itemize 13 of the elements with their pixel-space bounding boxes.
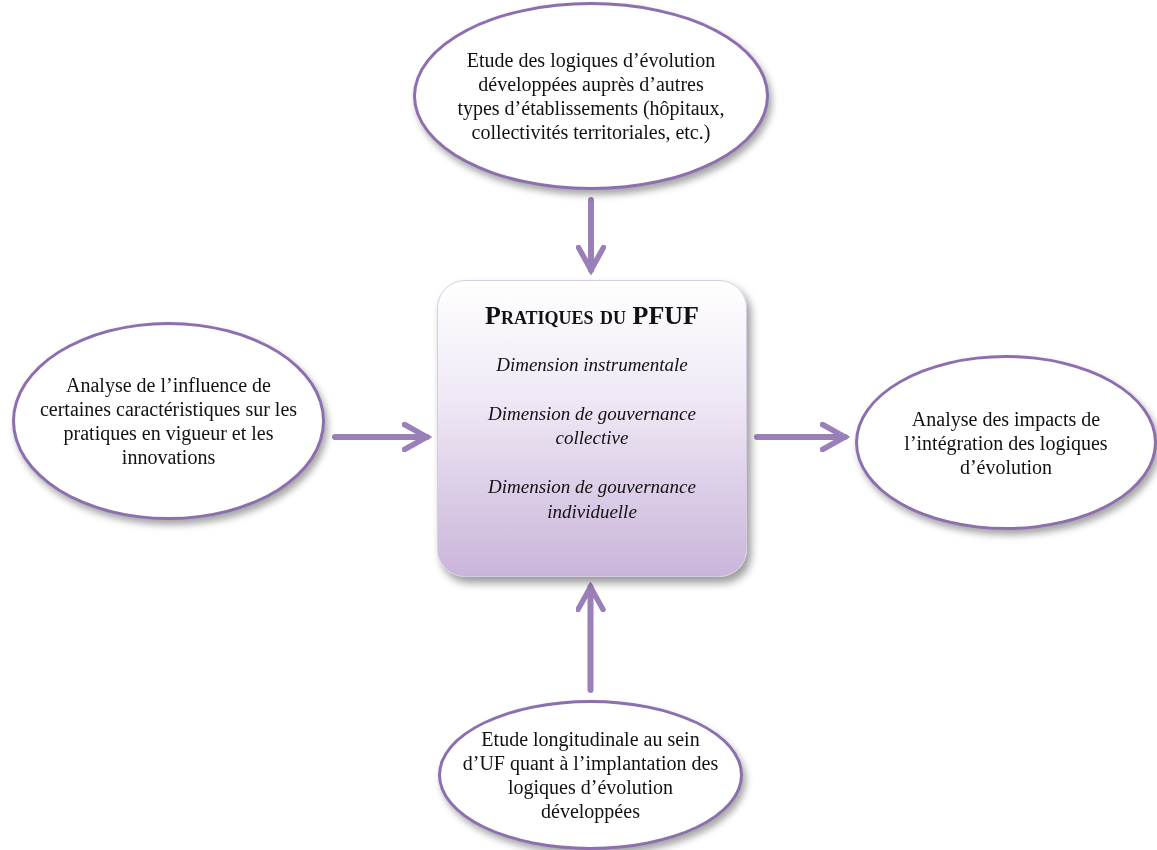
node-text: Analyse de l’influence de certaines caractéristiques sur les pratiques en vigueur et les innovations	[38, 373, 299, 469]
arrow	[575, 584, 606, 693]
box-title: Pratiques du PFUF	[485, 301, 699, 331]
arrow	[575, 197, 607, 273]
dimension-text: Dimension de gouvernance individuelle	[487, 475, 697, 524]
node-text: Analyse des impacts de l’intégration des logiques d’évolution	[903, 406, 1109, 479]
node-text: Etude longitudinale au sein d’UF quant à l’implantation des logiques d’évolution développées	[461, 727, 720, 823]
arrow	[754, 421, 848, 453]
dimension-text: Dimension instrumentale	[496, 353, 688, 377]
rounded-box	[437, 280, 747, 577]
node-text: Etude des logiques d’évolution développées auprès d’autres types d’établissements (hôpitaux, collectivités territoriales, etc.)	[456, 48, 726, 144]
arrow	[332, 421, 430, 453]
dimension-text: Dimension de gouvernance collective	[487, 401, 697, 451]
